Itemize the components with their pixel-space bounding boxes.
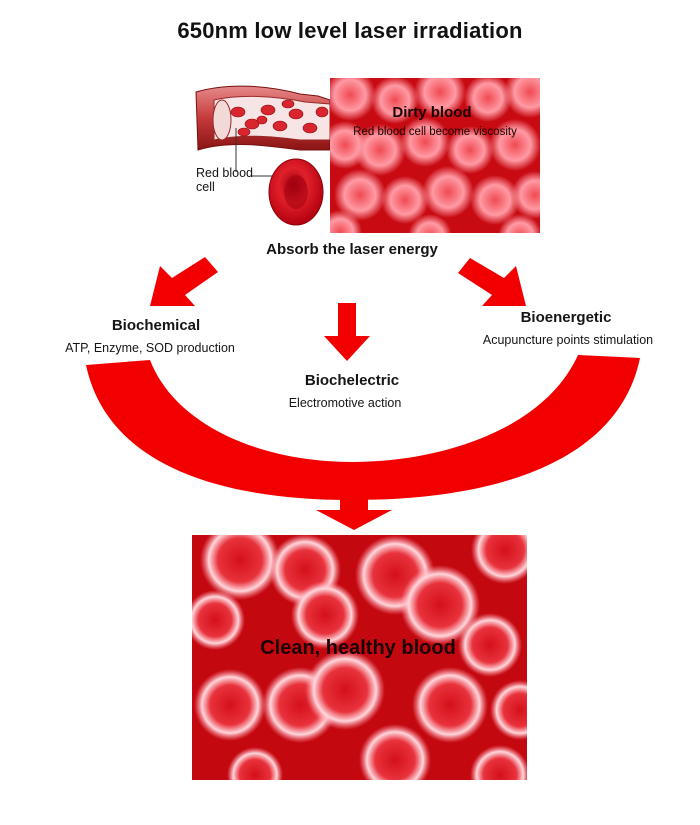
dirty-blood-heading: Dirty blood [392,104,472,121]
absorb-energy-label: Absorb the laser energy [266,241,438,258]
red-blood-cell-label-line2: cell [196,180,215,194]
clean-blood-heading: Clean, healthy blood [260,637,456,659]
red-blood-cell-label-line1: Red blood [196,166,253,180]
biochemical-heading: Biochemical [111,317,201,334]
bioenergetic-heading: Bioenergetic [520,309,612,326]
arrow-left [150,257,218,306]
red-blood-cell-label: Red blood cell [196,166,253,194]
blood-vessel-illustration [195,85,331,177]
biochelectric-heading: Biochelectric [304,372,400,389]
flow-arc [86,355,640,500]
dirty-blood-caption: Red blood cell become viscosity [353,126,517,138]
clean-blood-image [192,535,527,780]
red-blood-cell-illustration [268,158,324,226]
dirty-blood-image [330,78,540,233]
page-title: 650nm low level laser irradiation [177,18,523,43]
biochemical-caption: ATP, Enzyme, SOD production [65,341,235,355]
arrow-down-main [316,494,392,530]
bioenergetic-caption: Acupuncture points stimulation [482,333,654,347]
arrow-right [458,258,526,306]
arrow-center [324,303,370,361]
biochelectric-caption: Electromotive action [288,396,402,410]
